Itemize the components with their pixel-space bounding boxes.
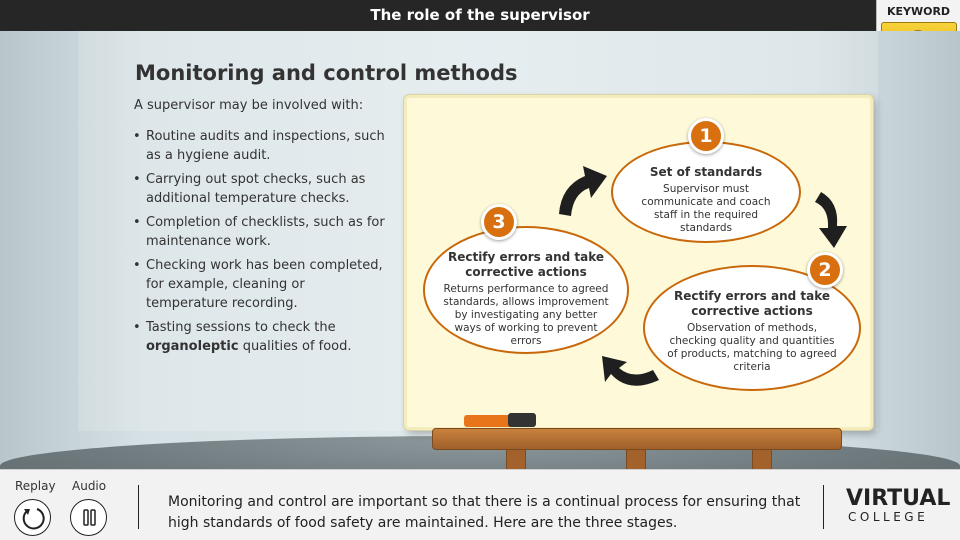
arrow-1-to-2 [815, 192, 847, 248]
content-intro: A supervisor may be involved with: [134, 98, 364, 113]
step-3-description: Returns performance to agreed standards,… [443, 283, 609, 347]
audio-pause-button[interactable] [70, 499, 107, 536]
marker-cap [508, 413, 536, 427]
bullet-text: Checking work has been completed, for ex… [146, 258, 383, 311]
step-2-description: Observation of methods, checking quality… [667, 322, 837, 373]
whiteboard: Set of standards Supervisor must communi… [404, 95, 873, 430]
footer-bar: Replay Audio Monitoring and control are … [0, 469, 960, 540]
replay-icon [22, 508, 45, 530]
audio-label: Audio [72, 479, 107, 493]
step-3-title: Rectify errors and take corrective actio… [447, 250, 605, 279]
content-heading: Monitoring and control methods [135, 61, 518, 85]
list-item: Routine audits and inspections, such as … [132, 127, 387, 165]
cycle-arrows [559, 166, 847, 386]
list-item: Tasting sessions to check the organolept… [132, 318, 387, 356]
replay-label: Replay [15, 479, 56, 493]
logo-virtual: VIRTUAL [846, 486, 951, 511]
logo-college: COLLEGE [848, 510, 929, 524]
footer-divider [138, 485, 139, 529]
page-title: The role of the supervisor [370, 6, 590, 24]
step-3-number: 3 [481, 204, 517, 240]
list-item: Checking work has been completed, for ex… [132, 256, 387, 313]
bullet-text-post: qualities of food. [238, 339, 352, 354]
step-1-bubble: Set of standards Supervisor must communi… [611, 141, 801, 243]
step-1-number: 1 [688, 118, 724, 154]
step-1-title: Set of standards [649, 165, 763, 179]
list-item: Carrying out spot checks, such as additi… [132, 170, 387, 208]
arrow-3-to-1 [559, 166, 607, 216]
bullet-text: Completion of checklists, such as for ma… [146, 215, 385, 249]
footer-divider [823, 485, 824, 529]
arrow-2-to-3 [602, 356, 659, 386]
step-3-bubble: Rectify errors and take corrective actio… [423, 226, 629, 354]
keyword-label: KEYWORD [886, 5, 951, 18]
pause-icon [83, 509, 96, 526]
desk [432, 428, 842, 450]
step-2-title: Rectify errors and take corrective actio… [673, 289, 831, 318]
bullet-text-pre: Tasting sessions to check the [146, 320, 336, 335]
marker [464, 415, 514, 427]
list-item: Completion of checklists, such as for ma… [132, 213, 387, 251]
bullet-text: Carrying out spot checks, such as additi… [146, 172, 366, 206]
title-bar: The role of the supervisor [0, 0, 960, 31]
narration-text: Monitoring and control are important so … [168, 494, 801, 531]
step-1-description: Supervisor must communicate and coach st… [641, 183, 771, 234]
bullet-list: Routine audits and inspections, such as … [132, 127, 387, 361]
keyword-term: organoleptic [146, 339, 239, 354]
step-2-number: 2 [807, 252, 843, 288]
bullet-text: Routine audits and inspections, such as … [146, 129, 385, 163]
replay-button[interactable] [14, 499, 51, 536]
